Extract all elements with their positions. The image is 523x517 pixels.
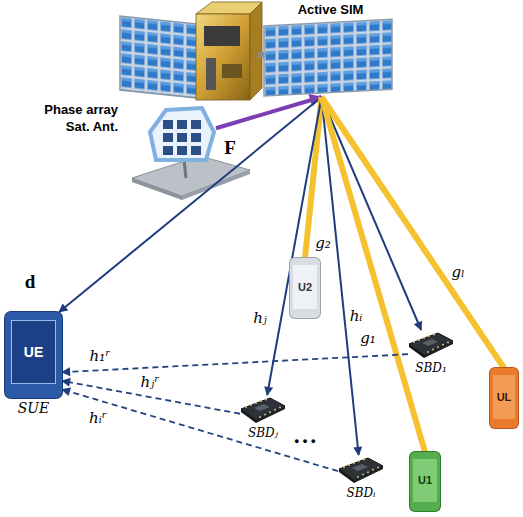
channel-label: hᵢ (349, 308, 364, 325)
channel-label: g₁ (359, 330, 377, 347)
ue-tablet: UESUE (5, 312, 62, 398)
sbd-device: SBD₁ (408, 330, 454, 376)
satellite-body (196, 14, 250, 100)
antenna-array: Phase array Sat. Ant. (150, 108, 216, 168)
user-beam (322, 97, 425, 452)
device-label: SBDᵢ (346, 486, 375, 500)
device-label: SBD₁ (415, 361, 446, 375)
sim-panel: Active SIM (258, 2, 403, 97)
sbd-device: SBDⱼ (240, 395, 286, 441)
user-id: UL (497, 391, 512, 403)
antenna-element (163, 120, 173, 129)
sbd-icon (241, 398, 285, 423)
antenna-element (177, 146, 187, 155)
channel-label: g₂ (314, 235, 332, 252)
channel-label: d (24, 272, 37, 293)
user-phone: UL (490, 368, 518, 428)
satellite-module (222, 64, 242, 78)
channel-label: h₁ʳ (89, 348, 112, 365)
channel-label: F (223, 138, 237, 159)
panel-title: Active SIM (258, 2, 403, 18)
channel-label: gₗ (450, 264, 465, 281)
satellite-body (250, 2, 262, 100)
connector-group (59, 97, 504, 471)
antenna-element (177, 133, 187, 142)
ellipsis: • • • (295, 433, 316, 448)
sbd-device: SBDᵢ (338, 455, 384, 501)
antenna-base (182, 170, 250, 200)
sim-surface (264, 19, 392, 96)
channel-label: hᵢʳ (88, 410, 108, 427)
reflected-link (62, 389, 338, 471)
satellite-module (206, 58, 216, 90)
user-id: U1 (418, 474, 432, 486)
sim-surface (264, 19, 392, 96)
antenna-element (191, 120, 201, 129)
device-label: SUE (18, 400, 50, 416)
antenna-stand (184, 160, 186, 178)
antenna-element (163, 133, 173, 142)
satellite-module (204, 26, 240, 46)
channel-label: hⱼ (252, 310, 268, 327)
antenna-element (191, 146, 201, 155)
user-beam (322, 97, 504, 368)
device-label: SBDⱼ (248, 426, 278, 440)
antenna-element (163, 146, 173, 155)
user-phone: U1 (410, 452, 440, 511)
beamforming-arrow (216, 97, 322, 128)
antenna-base (132, 178, 182, 200)
antenna-panel (150, 108, 214, 160)
channel-arrow (322, 97, 422, 330)
user-phone: U2 (290, 258, 320, 318)
reflected-link (62, 354, 408, 372)
channel-label: hⱼʳ (140, 374, 161, 391)
antenna-label: Phase array Sat. Ant. (22, 102, 118, 136)
sbd-icon (409, 333, 453, 358)
user-id: U2 (298, 281, 312, 293)
device-id: UE (24, 344, 43, 360)
solar-panel (120, 16, 198, 98)
sbd-icon (339, 458, 383, 483)
antenna-element (177, 120, 187, 129)
antenna-element (191, 133, 201, 142)
solar-panel (120, 16, 198, 98)
